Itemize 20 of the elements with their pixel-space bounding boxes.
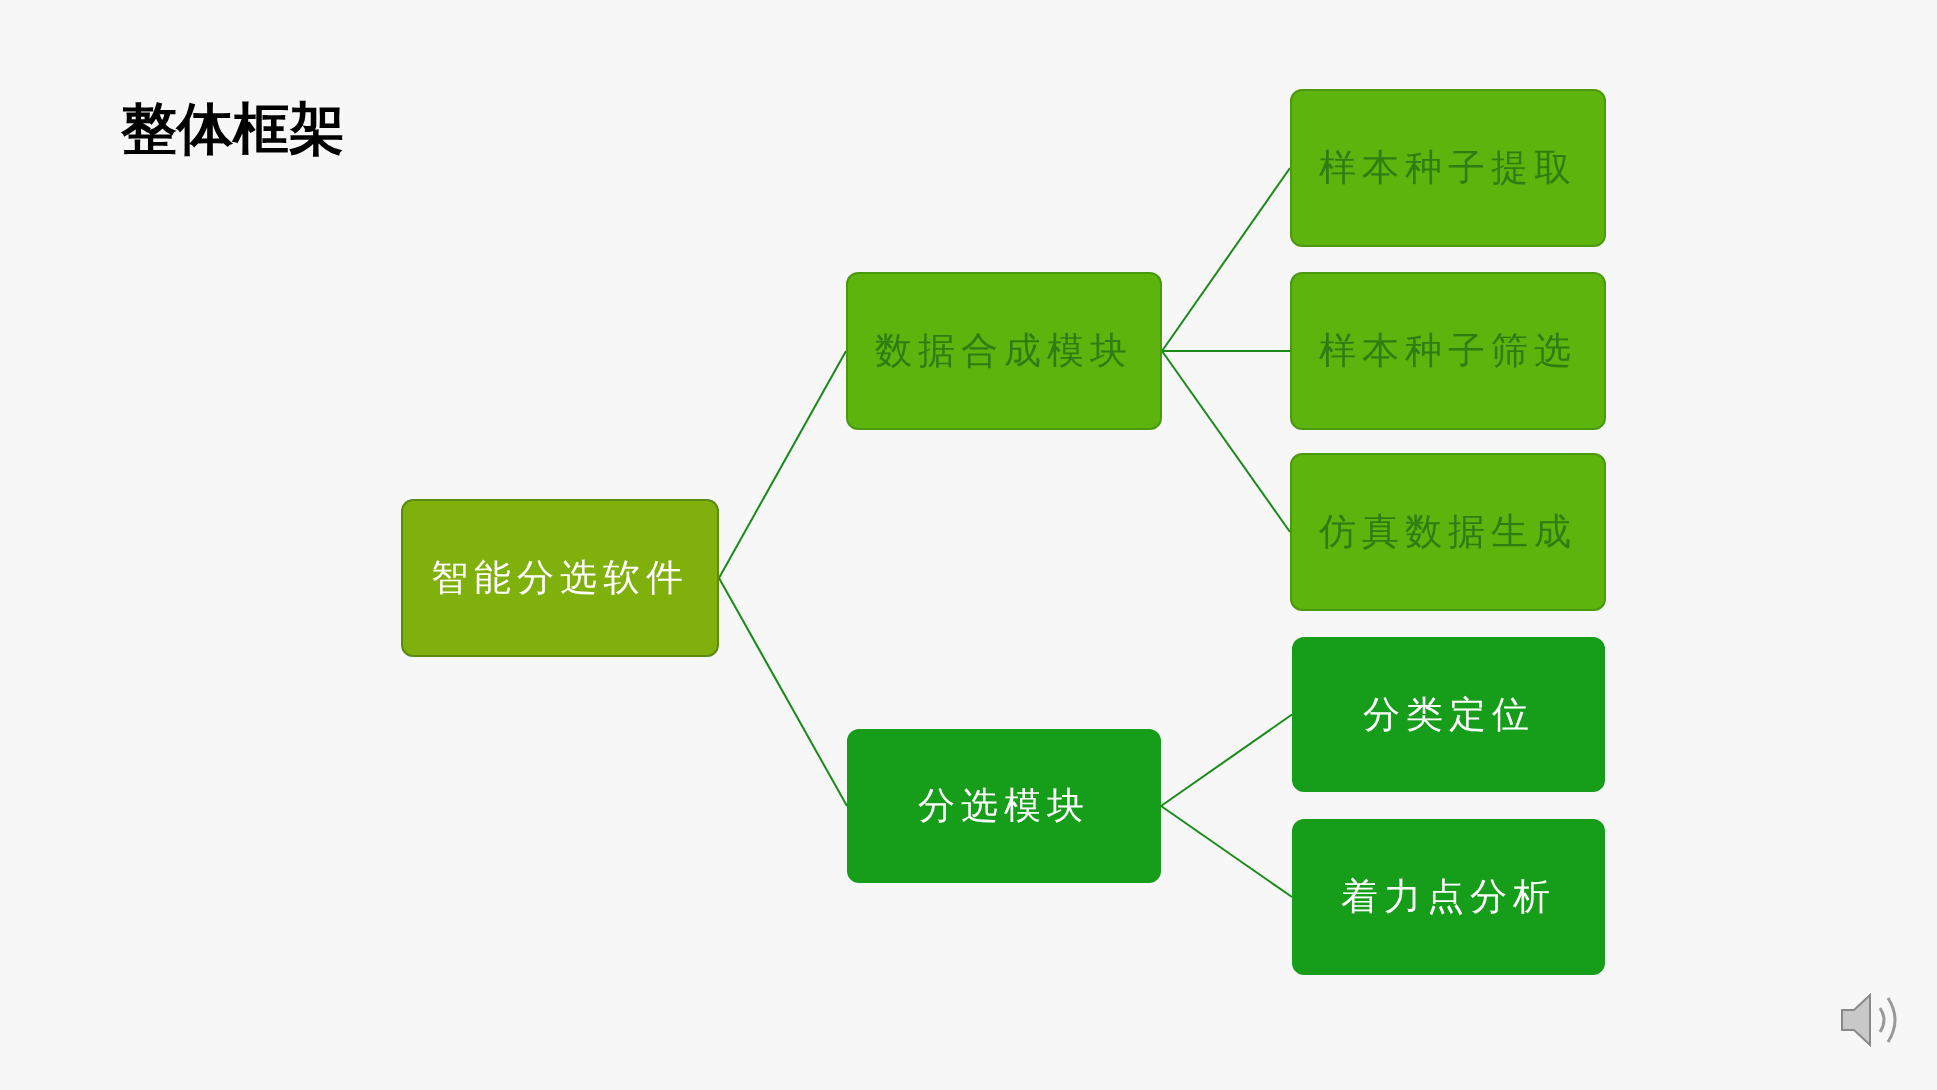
connector-line [1161,350,1291,533]
process-box [1292,637,1605,792]
box-label: 分类定位 [1362,691,1535,738]
connector-line [718,577,848,807]
process-box [1292,819,1605,975]
process-box [1290,453,1606,611]
connector-line [718,350,847,579]
connector-line [1161,167,1291,352]
box-label: 分选模块 [918,783,1090,829]
box-label: 着力点分析 [1341,874,1556,920]
process-box [846,272,1162,430]
title: 整体框架 [121,95,345,163]
process-box [1290,272,1606,430]
connector-line [1160,805,1293,898]
process-box [1290,89,1606,247]
process-box [847,729,1161,883]
connector-line [1160,713,1293,807]
process-box [401,499,719,657]
box-label: 智能分选软件 [431,555,689,601]
connector-line [1161,350,1291,352]
